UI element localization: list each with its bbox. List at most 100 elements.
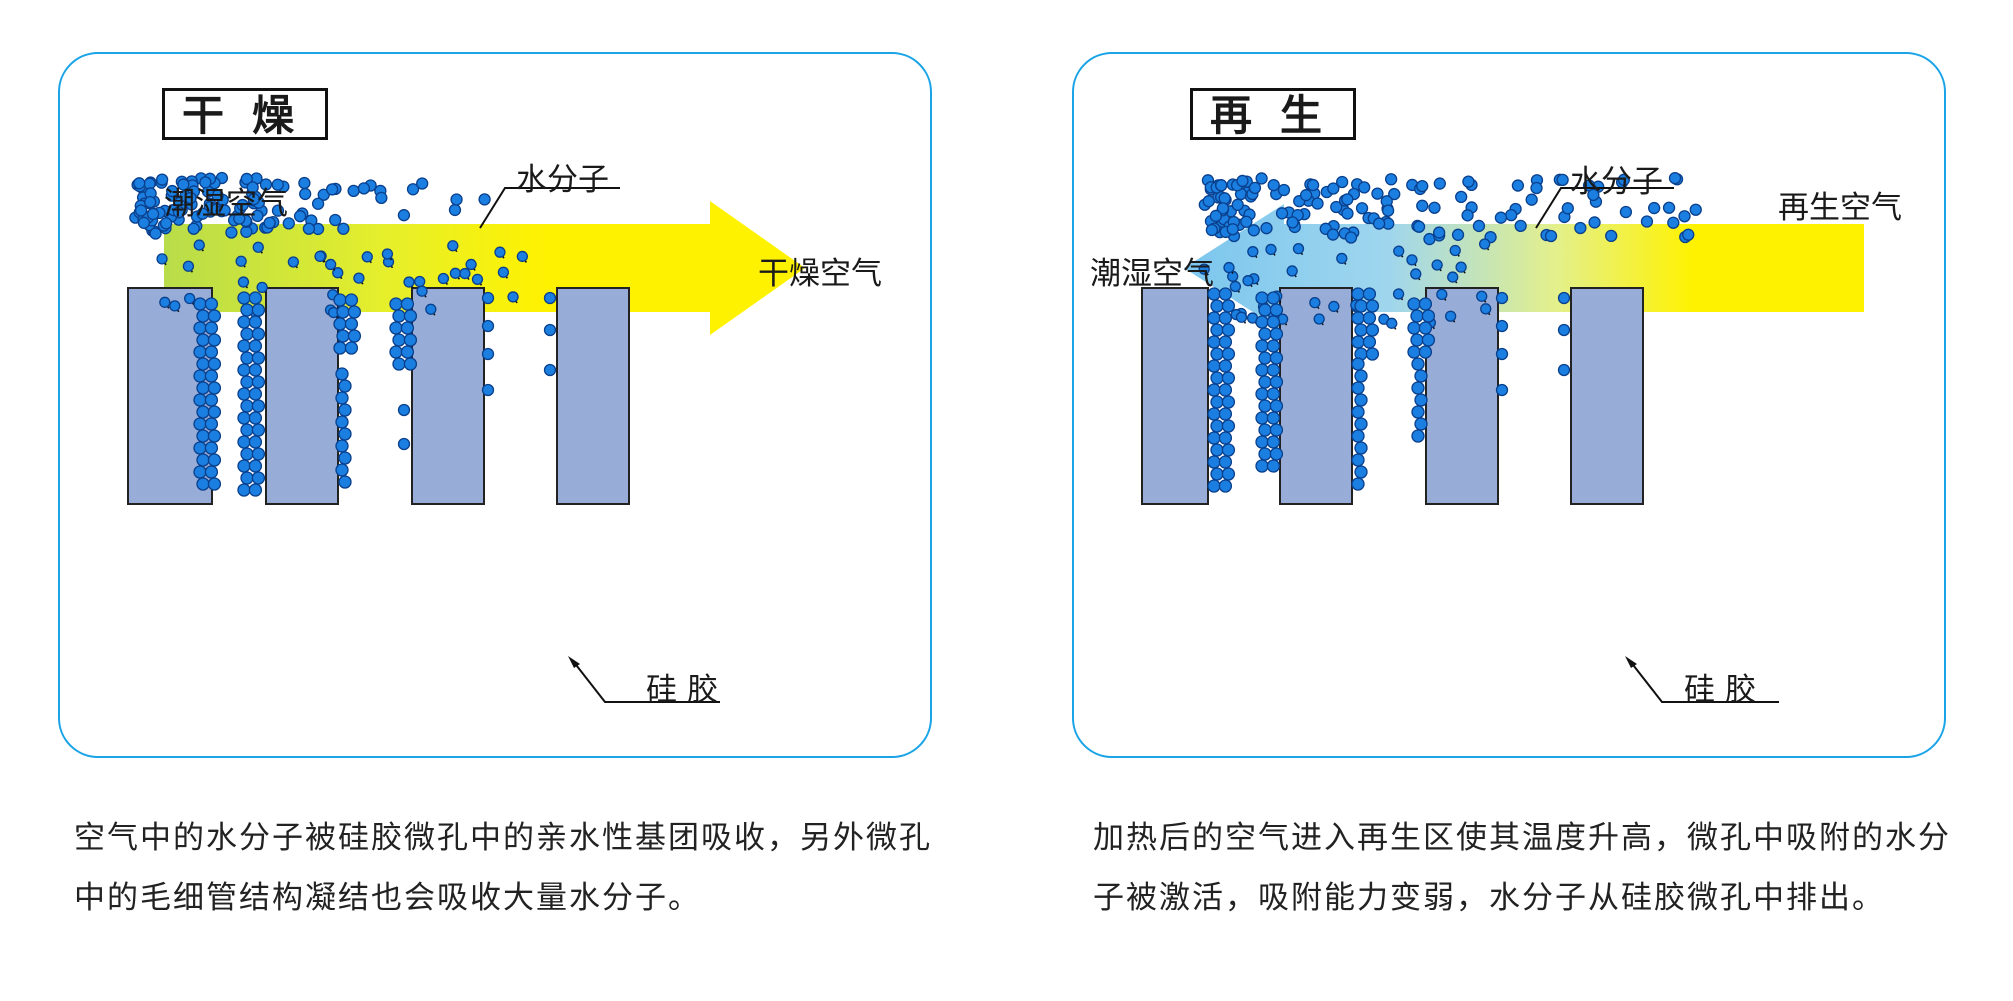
- water-molecule: [207, 477, 222, 491]
- drying-caption: 空气中的水分子被硅胶微孔中的亲水性基团吸收，另外微孔中的毛细管结构凝结也会吸收大…: [74, 820, 932, 916]
- water-molecule: [1218, 287, 1233, 301]
- water-molecule: [465, 258, 477, 271]
- water-molecule: [332, 267, 344, 279]
- water-molecule: [1372, 217, 1386, 230]
- drying-panel: 干燥 潮湿空气 水分子 干燥空气 硅胶: [58, 52, 932, 758]
- water-molecule: [335, 463, 349, 477]
- water-molecule: [184, 191, 197, 205]
- water-molecule: [1418, 297, 1433, 311]
- water-molecule: [248, 459, 263, 473]
- water-molecule: [1336, 252, 1348, 265]
- water-molecule: [1218, 383, 1233, 397]
- water-molecule: [1258, 447, 1272, 461]
- inlet-label: 潮湿空气: [164, 186, 288, 222]
- water-molecule: [1354, 393, 1368, 407]
- water-molecule: [481, 383, 495, 397]
- water-molecule: [1210, 395, 1224, 409]
- water-molecule: [1306, 178, 1320, 192]
- water-molecule: [1384, 173, 1398, 186]
- water-molecule: [1362, 311, 1377, 325]
- water-molecule: [381, 248, 394, 260]
- water-molecule: [1269, 447, 1284, 461]
- water-molecule: [1335, 175, 1349, 189]
- water-molecule: [543, 363, 557, 377]
- water-molecule: [338, 451, 352, 465]
- water-molecule: [237, 483, 251, 497]
- water-molecule: [335, 367, 349, 381]
- water-molecule: [1514, 219, 1527, 233]
- regeneration-caption: 加热后的空气进入再生区使其温度升高，微孔中吸附的水分子被激活，吸附能力变弱，水分…: [1093, 820, 1951, 916]
- water-molecule: [375, 191, 388, 205]
- water-molecule: [196, 381, 210, 395]
- water-molecule: [1428, 201, 1441, 214]
- water-molecule: [166, 184, 179, 198]
- water-molecule: [155, 173, 169, 186]
- water-molecule: [1221, 395, 1236, 409]
- water-molecule: [225, 226, 238, 239]
- water-molecule: [1354, 417, 1368, 431]
- water-molecule: [1411, 405, 1425, 419]
- water-molecule: [237, 459, 251, 473]
- water-molecule: [204, 345, 219, 359]
- water-molecule: [1557, 363, 1571, 377]
- water-molecule: [248, 339, 263, 353]
- water-molecule: [204, 417, 219, 431]
- water-molecule: [1617, 173, 1630, 186]
- water-molecule: [400, 345, 415, 359]
- water-molecule: [1265, 243, 1277, 256]
- water-molecule: [1587, 188, 1600, 201]
- molecule-label: 水分子: [516, 162, 609, 198]
- water-molecule: [1393, 245, 1405, 257]
- water-molecule: [240, 225, 253, 238]
- silica-gel-block: [1279, 287, 1353, 505]
- water-molecule: [1358, 181, 1371, 194]
- water-molecule: [1255, 291, 1269, 305]
- water-molecule: [240, 327, 254, 341]
- water-molecule: [1255, 339, 1269, 353]
- water-molecule: [251, 327, 266, 341]
- water-molecule: [248, 291, 263, 305]
- water-molecule: [240, 471, 254, 485]
- water-molecule: [1341, 207, 1354, 220]
- water-molecule: [1247, 224, 1260, 237]
- water-molecule: [325, 258, 337, 271]
- water-molecule: [251, 351, 266, 365]
- water-molecule: [1418, 345, 1433, 359]
- water-molecule: [240, 303, 254, 317]
- water-molecule: [403, 276, 415, 288]
- water-molecule: [235, 255, 247, 267]
- water-molecule: [299, 187, 312, 201]
- water-molecule: [335, 391, 349, 405]
- water-molecule: [1309, 296, 1321, 309]
- water-molecule: [204, 393, 219, 407]
- water-molecule: [1557, 323, 1571, 337]
- water-molecule: [1344, 231, 1358, 244]
- water-molecule: [1351, 357, 1365, 371]
- water-molecule: [448, 203, 462, 217]
- water-molecule: [1351, 287, 1365, 301]
- water-molecule: [1556, 173, 1569, 187]
- water-molecule: [1235, 311, 1248, 323]
- water-molecule: [1462, 175, 1475, 188]
- water-molecule: [494, 246, 506, 258]
- water-molecule: [1371, 187, 1384, 200]
- water-molecule: [344, 293, 359, 307]
- silica-gel-block: [411, 287, 485, 505]
- gel-leader-line: [1629, 660, 1779, 703]
- water-molecule: [1351, 405, 1365, 419]
- water-molecule: [207, 453, 222, 467]
- water-molecule: [1269, 399, 1284, 413]
- water-molecule: [1260, 222, 1273, 235]
- water-molecule: [196, 429, 210, 443]
- water-molecule: [347, 305, 362, 319]
- water-molecule: [159, 296, 171, 308]
- water-molecule: [218, 204, 231, 217]
- silica-gel-block: [1141, 287, 1209, 505]
- water-molecule: [287, 256, 300, 268]
- water-molecule: [204, 297, 219, 311]
- water-molecule: [397, 437, 411, 451]
- water-molecule: [1668, 171, 1682, 185]
- water-molecule: [1266, 387, 1281, 401]
- water-molecule: [1210, 347, 1224, 361]
- water-molecule: [193, 369, 207, 383]
